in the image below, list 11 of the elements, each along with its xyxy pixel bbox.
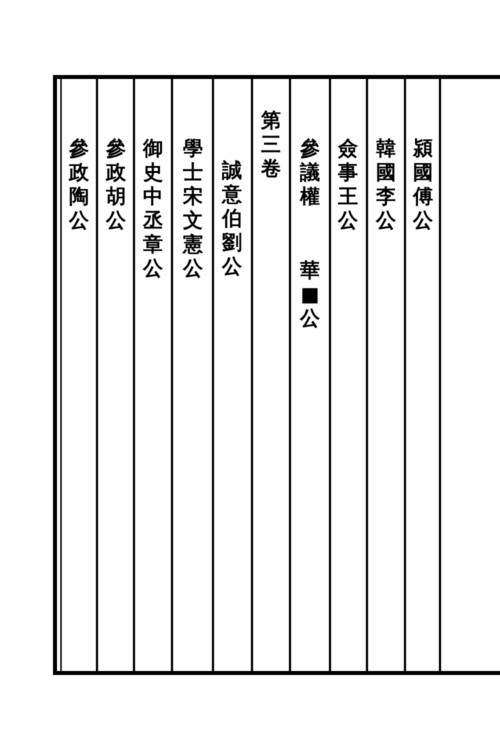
entry-text: 誠意伯劉公: [221, 158, 243, 278]
entry-text: 御史中丞章公: [142, 136, 164, 280]
entry-text: 潁國傅公: [412, 136, 434, 232]
entry-text: 華■公: [299, 258, 321, 330]
entry-text: 參議權: [299, 136, 321, 208]
entry-text: 學士宋文憲公: [182, 136, 204, 280]
entry-text: 韓國李公: [375, 136, 397, 232]
entry-text: 參政胡公: [105, 136, 127, 232]
entry-text: 參政陶公: [68, 136, 90, 232]
entry-text: 僉事王公: [337, 136, 359, 232]
volume-heading: 第三卷: [260, 108, 282, 180]
